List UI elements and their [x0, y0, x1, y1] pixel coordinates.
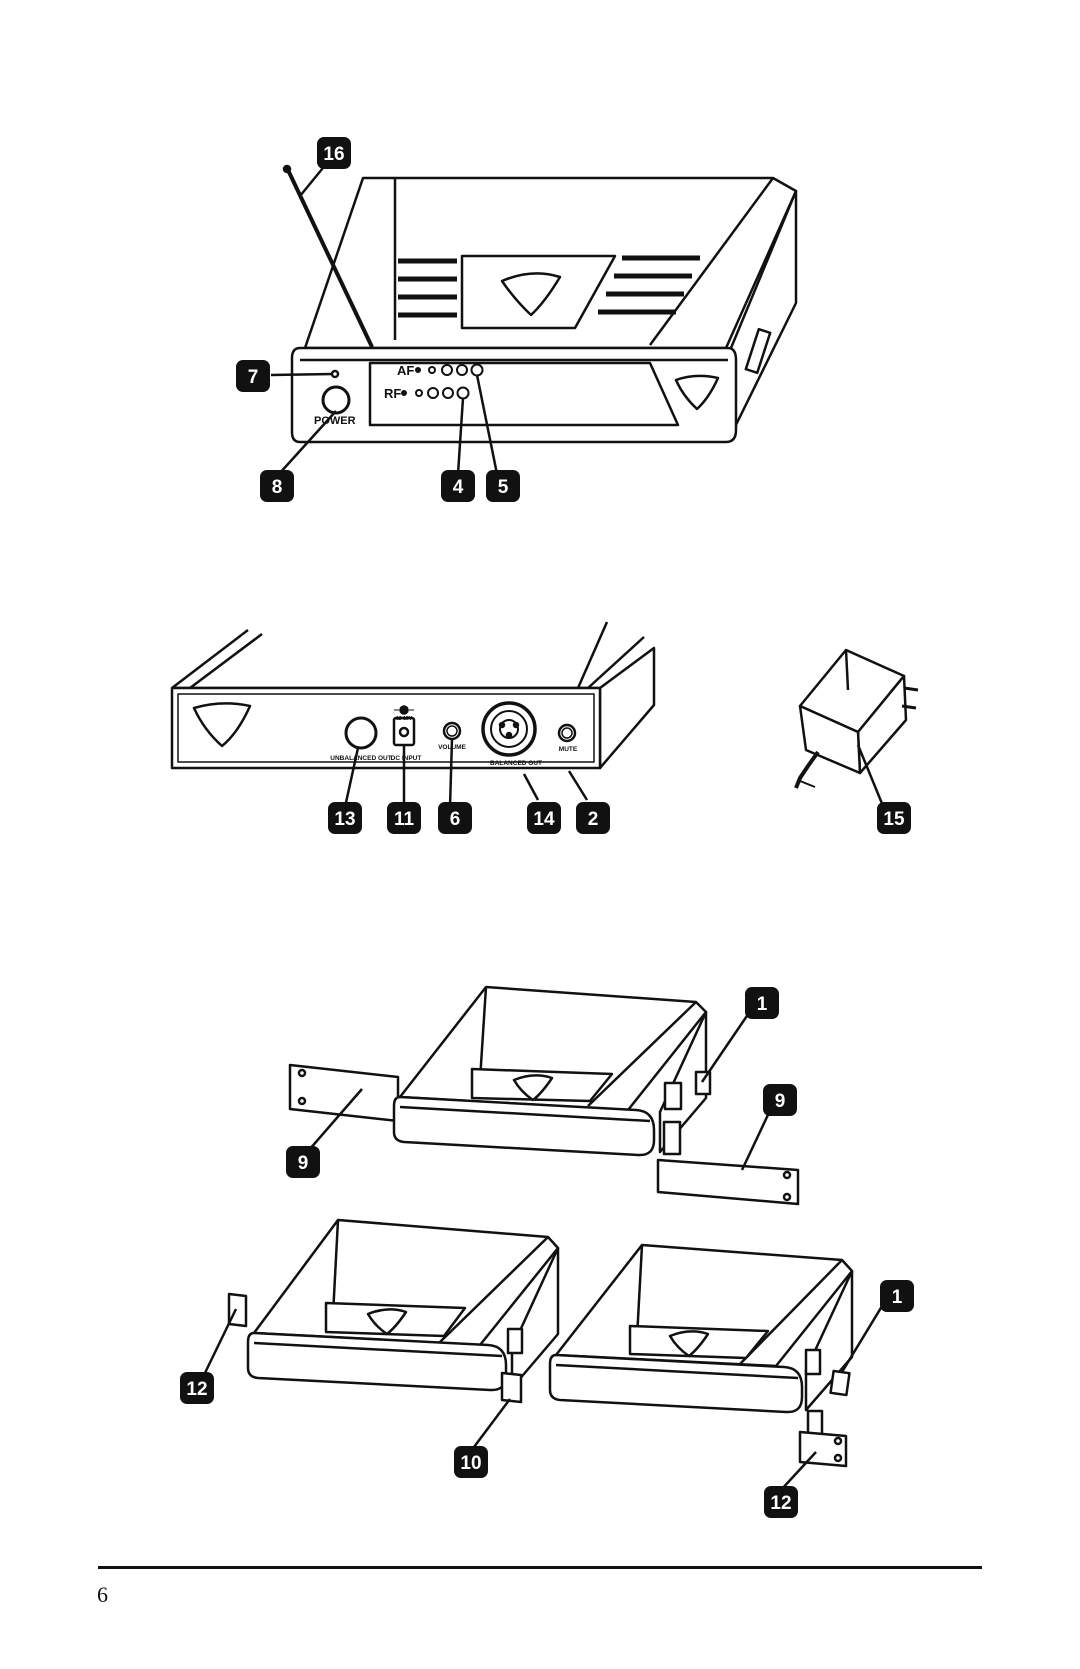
svg-text:9: 9	[298, 1153, 309, 1174]
svg-text:1: 1	[757, 994, 768, 1015]
receiver-rear-view	[170, 621, 656, 770]
svg-text:2: 2	[588, 809, 599, 830]
adapter-cable	[794, 750, 820, 789]
callout-unbalanced-out: 13	[328, 802, 362, 834]
svg-text:13: 13	[334, 809, 355, 830]
svg-text:16: 16	[323, 144, 344, 165]
callout-volume: 6	[438, 802, 472, 834]
svg-text:6: 6	[450, 809, 461, 830]
svg-text:8: 8	[272, 477, 283, 498]
rack-single-unit	[288, 985, 800, 1206]
svg-text:12: 12	[186, 1379, 207, 1400]
svg-text:5: 5	[498, 477, 509, 498]
rack-ear-right	[656, 1158, 800, 1206]
callout-rack-link-upper: 1	[745, 987, 779, 1019]
power-label: POWER	[314, 415, 356, 427]
front-emblem	[674, 374, 720, 411]
svg-text:4: 4	[453, 477, 464, 498]
svg-text:7: 7	[248, 367, 259, 388]
balanced-out-label: BALANCED OUT	[490, 760, 542, 767]
mute-label: MUTE	[559, 746, 578, 753]
af-indicator-row	[415, 363, 484, 377]
dc-rating-label: 12-15V	[396, 716, 413, 722]
callout-power-led: 7	[236, 360, 270, 392]
callout-rack-ear-right: 9	[763, 1084, 797, 1116]
svg-text:12: 12	[770, 1493, 791, 1514]
display-window	[368, 361, 680, 427]
rf-label: RF	[384, 386, 401, 401]
antenna-tip	[282, 164, 292, 174]
svg-text:10: 10	[460, 1453, 481, 1474]
top-emblem	[500, 272, 562, 317]
svg-text:9: 9	[775, 1091, 786, 1112]
af-label: AF	[397, 363, 414, 378]
callout-af-indicator: 5	[486, 470, 520, 502]
svg-text:11: 11	[394, 809, 415, 830]
callout-badges: 16 7 8 4 5 13 11 6	[180, 137, 914, 1518]
callout-mute: 2	[576, 802, 610, 834]
svg-text:1: 1	[892, 1287, 903, 1308]
callout-power-adapter: 15	[877, 802, 911, 834]
callout-dc-input: 11	[387, 802, 421, 834]
callout-short-ear-right: 12	[764, 1486, 798, 1518]
power-switch	[321, 385, 351, 415]
page-number: 6	[97, 1582, 108, 1607]
power-adapter	[794, 648, 919, 789]
rf-indicator-row	[401, 386, 470, 400]
unbalanced-out-jack	[344, 716, 378, 750]
polarity-symbol	[399, 705, 409, 715]
vents-right-top	[598, 255, 700, 315]
unbalanced-out-label: UNBALANCED OUT	[330, 755, 391, 762]
svg-text:15: 15	[883, 809, 905, 830]
dc-input-label: DC INPUT	[391, 755, 422, 762]
footer-rule	[98, 1566, 982, 1569]
callout-rack-ear-left: 9	[286, 1146, 320, 1178]
rear-right-side	[598, 646, 656, 770]
callout-link-plate: 10	[454, 1446, 488, 1478]
vents-left-top	[398, 258, 457, 318]
rack-dual-units	[227, 1218, 854, 1468]
rear-emblem	[192, 702, 252, 748]
callout-power-switch: 8	[260, 470, 294, 502]
callout-rf-indicator: 4	[441, 470, 475, 502]
receiver-front-view	[282, 164, 798, 444]
callout-balanced-out: 14	[527, 802, 561, 834]
link-plate	[500, 1371, 523, 1404]
callout-rack-link-lower: 1	[880, 1280, 914, 1312]
short-ear-left	[227, 1292, 248, 1328]
svg-text:14: 14	[533, 809, 555, 830]
callout-antenna: 16	[317, 137, 351, 169]
callout-short-ear-left: 12	[180, 1372, 214, 1404]
side-slot	[744, 327, 772, 375]
antenna	[286, 169, 374, 348]
